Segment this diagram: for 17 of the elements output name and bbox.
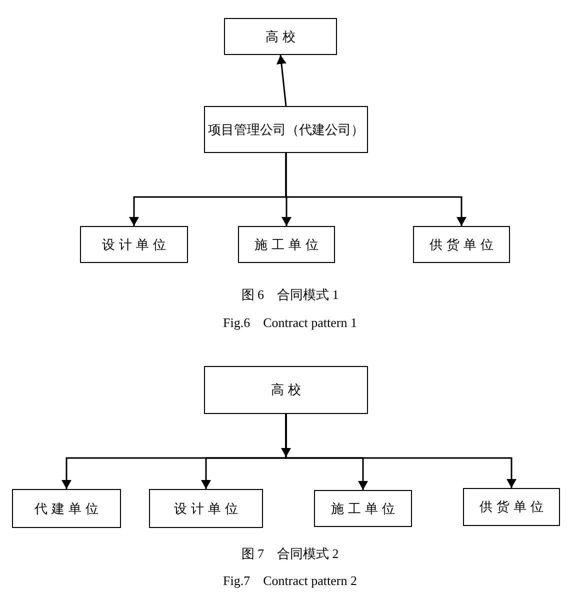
- figure-caption: 图 6 合同模式 1: [241, 287, 339, 302]
- arrow: [285, 153, 466, 226]
- org-box: 施 工 单 位: [314, 490, 412, 527]
- arrow: [281, 414, 291, 457]
- org-box: 设 计 单 位: [80, 226, 188, 263]
- org-box: 项目管理公司（代建公司）: [204, 106, 368, 153]
- org-box: 高 校: [224, 18, 337, 55]
- figure-caption: Fig.7 Contract pattern 2: [223, 573, 357, 588]
- figure-caption: Fig.6 Contract pattern 1: [223, 315, 357, 330]
- org-box: 供 货 单 位: [463, 488, 560, 526]
- figure-caption: 图 7 合同模式 2: [241, 546, 339, 561]
- org-box: 供 货 单 位: [413, 226, 510, 263]
- org-box: 高 校: [204, 366, 368, 414]
- org-box: 设 计 单 位: [149, 489, 263, 528]
- org-box: 代 建 单 位: [12, 489, 121, 528]
- org-box: 施 工 单 位: [238, 226, 335, 263]
- arrow: [276, 54, 287, 106]
